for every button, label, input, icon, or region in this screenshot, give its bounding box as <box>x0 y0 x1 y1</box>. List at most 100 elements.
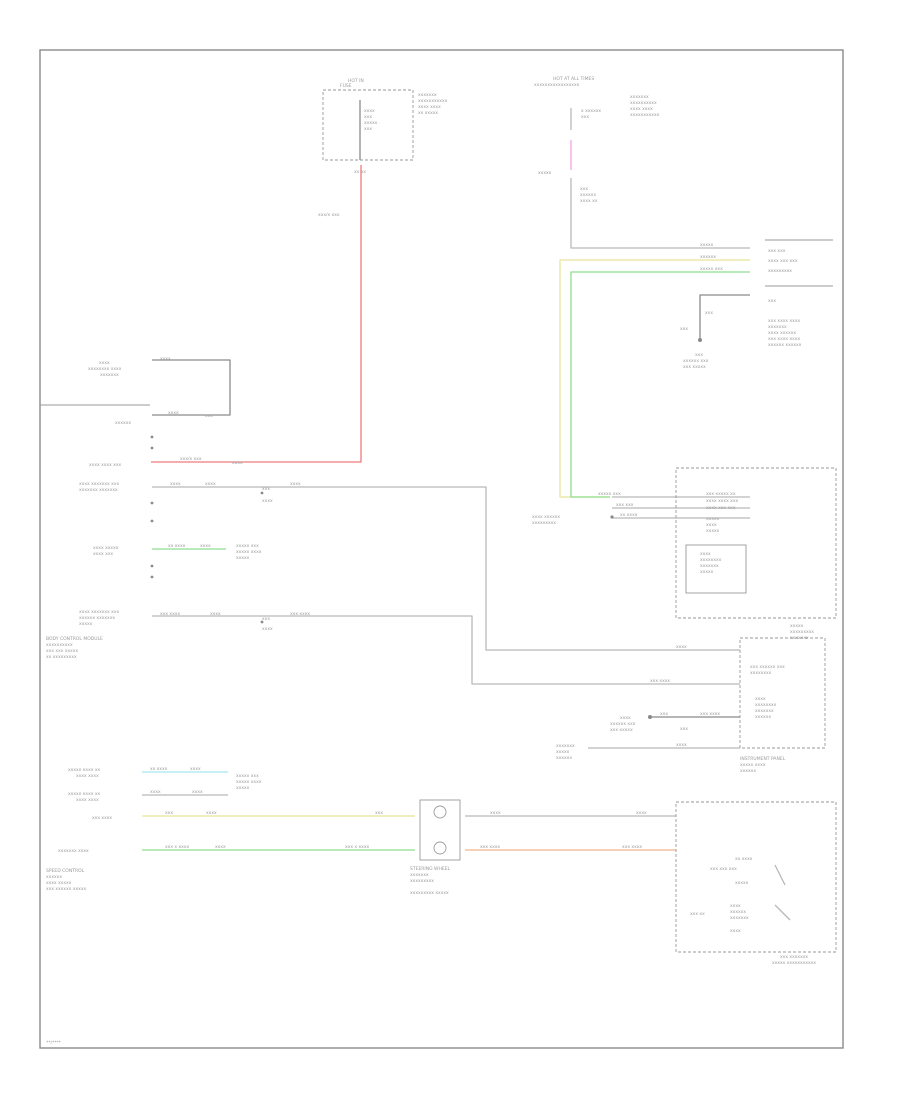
svg-text:xxxxxxx: xxxxxxx <box>556 744 575 749</box>
svg-text:xxxxxx xxx: xxxxxx xxx <box>683 359 709 364</box>
svg-text:HOT AT ALL TIMES: HOT AT ALL TIMES <box>553 76 594 82</box>
svg-text:SPEED CONTROL: SPEED CONTROL <box>46 868 85 874</box>
right-side-wires: xxxxx xxx xxx xxxxx xxx xxxxx xxx xxx xxx… <box>532 243 750 526</box>
svg-text:xxxx: xxxx <box>364 109 375 114</box>
svg-text:xxxxxx: xxxxxx <box>115 421 131 426</box>
svg-text:xxxx: xxxx <box>490 811 501 816</box>
svg-text:xxx xxxxxxx: xxx xxxxxxx <box>780 955 808 960</box>
svg-text:xxxxxxxxxx: xxxxxxxxxx <box>46 643 73 648</box>
svg-text:xxx xxxx xxxx: xxx xxxx xxxx <box>768 319 800 324</box>
svg-text:xxxxx xxxx: xxxxx xxxx <box>740 763 766 768</box>
svg-text:xxxxx xxxx: xxxxx xxxx <box>236 780 262 785</box>
svg-text:xxxx: xxxx <box>160 357 171 362</box>
svg-text:xxx: xxx <box>262 617 270 622</box>
bottom-left-labels: xxxxx xxxx xx xxxx xxxx xx xxxx xxxx xxx… <box>46 767 262 892</box>
svg-text:xxxxx xxx: xxxxx xxx <box>700 267 723 272</box>
svg-text:xxxx xxxx xxx: xxxx xxxx xxx <box>706 499 738 504</box>
svg-text:xxxxxxxxx xxxxx: xxxxxxxxx xxxxx <box>410 891 449 896</box>
svg-text:xxxx xxxx: xxxx xxxx <box>630 107 653 112</box>
svg-text:xxxxx: xxxxx <box>790 624 804 629</box>
svg-text:xxxx xxxx xxx: xxxx xxxx xxx <box>89 463 121 468</box>
svg-text:xxx xxxx: xxx xxxx <box>160 612 180 617</box>
clockspring: STEERING WHEEL xxxxxxx xxxxxxxxx xxxxxxx… <box>410 799 461 896</box>
svg-text:xxxxx xxxx xx: xxxxx xxxx xx <box>68 768 100 773</box>
svg-text:xxx x xxxx: xxx x xxxx <box>165 845 190 850</box>
svg-text:xxxxxx: xxxxxx <box>46 875 62 880</box>
svg-text:xxxxxx: xxxxxx <box>556 756 572 761</box>
svg-text:xxx xxxxx xx: xxx xxxxx xx <box>706 492 736 497</box>
switch-module-right: xxx xxxxxx xxx xxxxxxxx xxxx xxxxxxxx xx… <box>556 637 826 774</box>
svg-text:xxxx: xxxx <box>676 645 687 650</box>
svg-text:xxx xxxxxx xxx: xxx xxxxxx xxx <box>750 665 785 670</box>
svg-text:xxxxxxx: xxxxxxx <box>755 709 774 714</box>
diagram-footer-code: **/**** <box>46 1040 62 1046</box>
svg-text:xxxxxxx: xxxxxxx <box>730 916 749 921</box>
svg-text:xxx: xxx <box>580 187 588 192</box>
svg-text:xxxx: xxxx <box>99 361 110 366</box>
svg-text:xxxxx: xxxxx <box>706 517 720 522</box>
steering-switch-module: xx xxxx xxx xxx xxx xxxxx xxx xx xxxx xx… <box>675 801 837 966</box>
svg-text:STEERING WHEEL: STEERING WHEEL <box>410 866 451 872</box>
svg-text:xxxxxxx: xxxxxxx <box>410 873 429 878</box>
svg-text:xxxx: xxxx <box>200 544 211 549</box>
svg-text:xxxxx xxxx xx: xxxxx xxxx xx <box>68 792 100 797</box>
svg-text:xxxxxxx: xxxxxxx <box>418 93 437 98</box>
svg-text:xxx xxxx: xxx xxxx <box>480 845 500 850</box>
svg-text:xxxx xxxxxx: xxxx xxxxxx <box>532 515 560 520</box>
svg-text:xxxx: xxxx <box>150 790 161 795</box>
svg-text:xxx: xxx <box>680 727 688 732</box>
svg-text:xxx: xxx <box>680 327 688 332</box>
svg-text:xxxxxxxx xxxx: xxxxxxxx xxxx <box>88 367 122 372</box>
svg-text:xxxx xxxxxx: xxxx xxxxxx <box>768 331 796 336</box>
diagram-frame <box>39 49 844 1049</box>
svg-text:xxx xxxxxx xxxxx: xxx xxxxxx xxxxx <box>46 887 86 892</box>
svg-text:xxxxx: xxxxx <box>236 786 250 791</box>
svg-text:xxxxxx: xxxxxx <box>740 769 756 774</box>
svg-text:xxxxx: xxxxx <box>706 529 720 534</box>
svg-text:xx xxxx: xx xxxx <box>168 544 186 549</box>
svg-text:xxxx: xxxx <box>210 612 221 617</box>
svg-text:xxxx xxxxxxx xxx: xxxx xxxxxxx xxx <box>79 482 119 487</box>
svg-text:xxxxxxx: xxxxxxx <box>768 325 787 330</box>
svg-text:xxxxx xxx: xxxxx xxx <box>598 492 621 497</box>
fuse-block: HOT IN FUSE xxxxxxx xxxxxxxxxxx xxxx xxx… <box>322 78 448 161</box>
svg-text:xxx: xxx <box>695 353 703 358</box>
svg-text:xxxxx: xxxxx <box>700 243 714 248</box>
svg-text:xxxx: xxxx <box>205 482 216 487</box>
svg-text:xxxx xxx xxx: xxxx xxx xxx <box>706 506 736 511</box>
svg-text:xxx/x xxx: xxx/x xxx <box>318 212 340 218</box>
svg-text:xxx: xxx <box>705 311 713 316</box>
svg-text:xxxx: xxxx <box>700 552 711 557</box>
svg-text:xxxx xxxxxxx xxx: xxxx xxxxxxx xxx <box>79 610 119 615</box>
svg-text:xxxxx: xxxxx <box>735 881 749 886</box>
svg-text:xxxxxxxxxxx: xxxxxxxxxxx <box>630 113 660 118</box>
svg-text:xxx/x xxx: xxx/x xxx <box>180 456 202 462</box>
svg-text:xxxx: xxxx <box>706 523 717 528</box>
svg-text:xxx xxxx: xxx xxxx <box>92 816 112 821</box>
svg-text:xxxx: xxxx <box>730 904 741 909</box>
svg-text:xxxx: xxxx <box>232 461 243 466</box>
svg-text:xxxxxxxx: xxxxxxxx <box>755 703 777 708</box>
svg-text:xxx: xxx <box>165 811 173 816</box>
svg-text:xxxxxxx: xxxxxxx <box>630 95 649 100</box>
svg-text:xx xxxx: xx xxxx <box>620 513 638 518</box>
svg-text:xxx: xxx <box>660 712 668 717</box>
svg-text:xxx xx: xxx xx <box>690 912 705 917</box>
svg-text:xxxx xxxx: xxxx xxxx <box>76 798 99 803</box>
svg-text:HOT IN: HOT IN <box>348 78 364 84</box>
svg-text:xxxxxx: xxxxxx <box>730 910 746 915</box>
bottom-wires: xxx xxxx xxx xxx x xxxx xxxx xxx x xxxx … <box>142 811 676 851</box>
svg-text:xxxxxxxxx: xxxxxxxxx <box>790 630 814 635</box>
svg-text:xxx xxxx: xxx xxxx <box>700 712 720 717</box>
svg-text:xxx xxx: xxx xxx <box>768 249 786 254</box>
svg-text:x xxxxxx: x xxxxxx <box>581 109 601 114</box>
svg-text:xxxxx: xxxxx <box>538 171 552 176</box>
svg-text:xxxxx: xxxxx <box>700 570 714 575</box>
svg-text:xxxx: xxxx <box>215 845 226 850</box>
svg-text:xxxxxxxx: xxxxxxxx <box>750 671 772 676</box>
svg-text:xxx: xxx <box>262 487 270 492</box>
svg-text:xxxx xxx: xxxx xxx <box>93 552 113 557</box>
left-module: xxxx xxxxxxxx xxxx xxxxxxx xxxx xxxx xxx… <box>40 357 231 660</box>
svg-text:xxxx xxxxx: xxxx xxxxx <box>93 546 119 551</box>
